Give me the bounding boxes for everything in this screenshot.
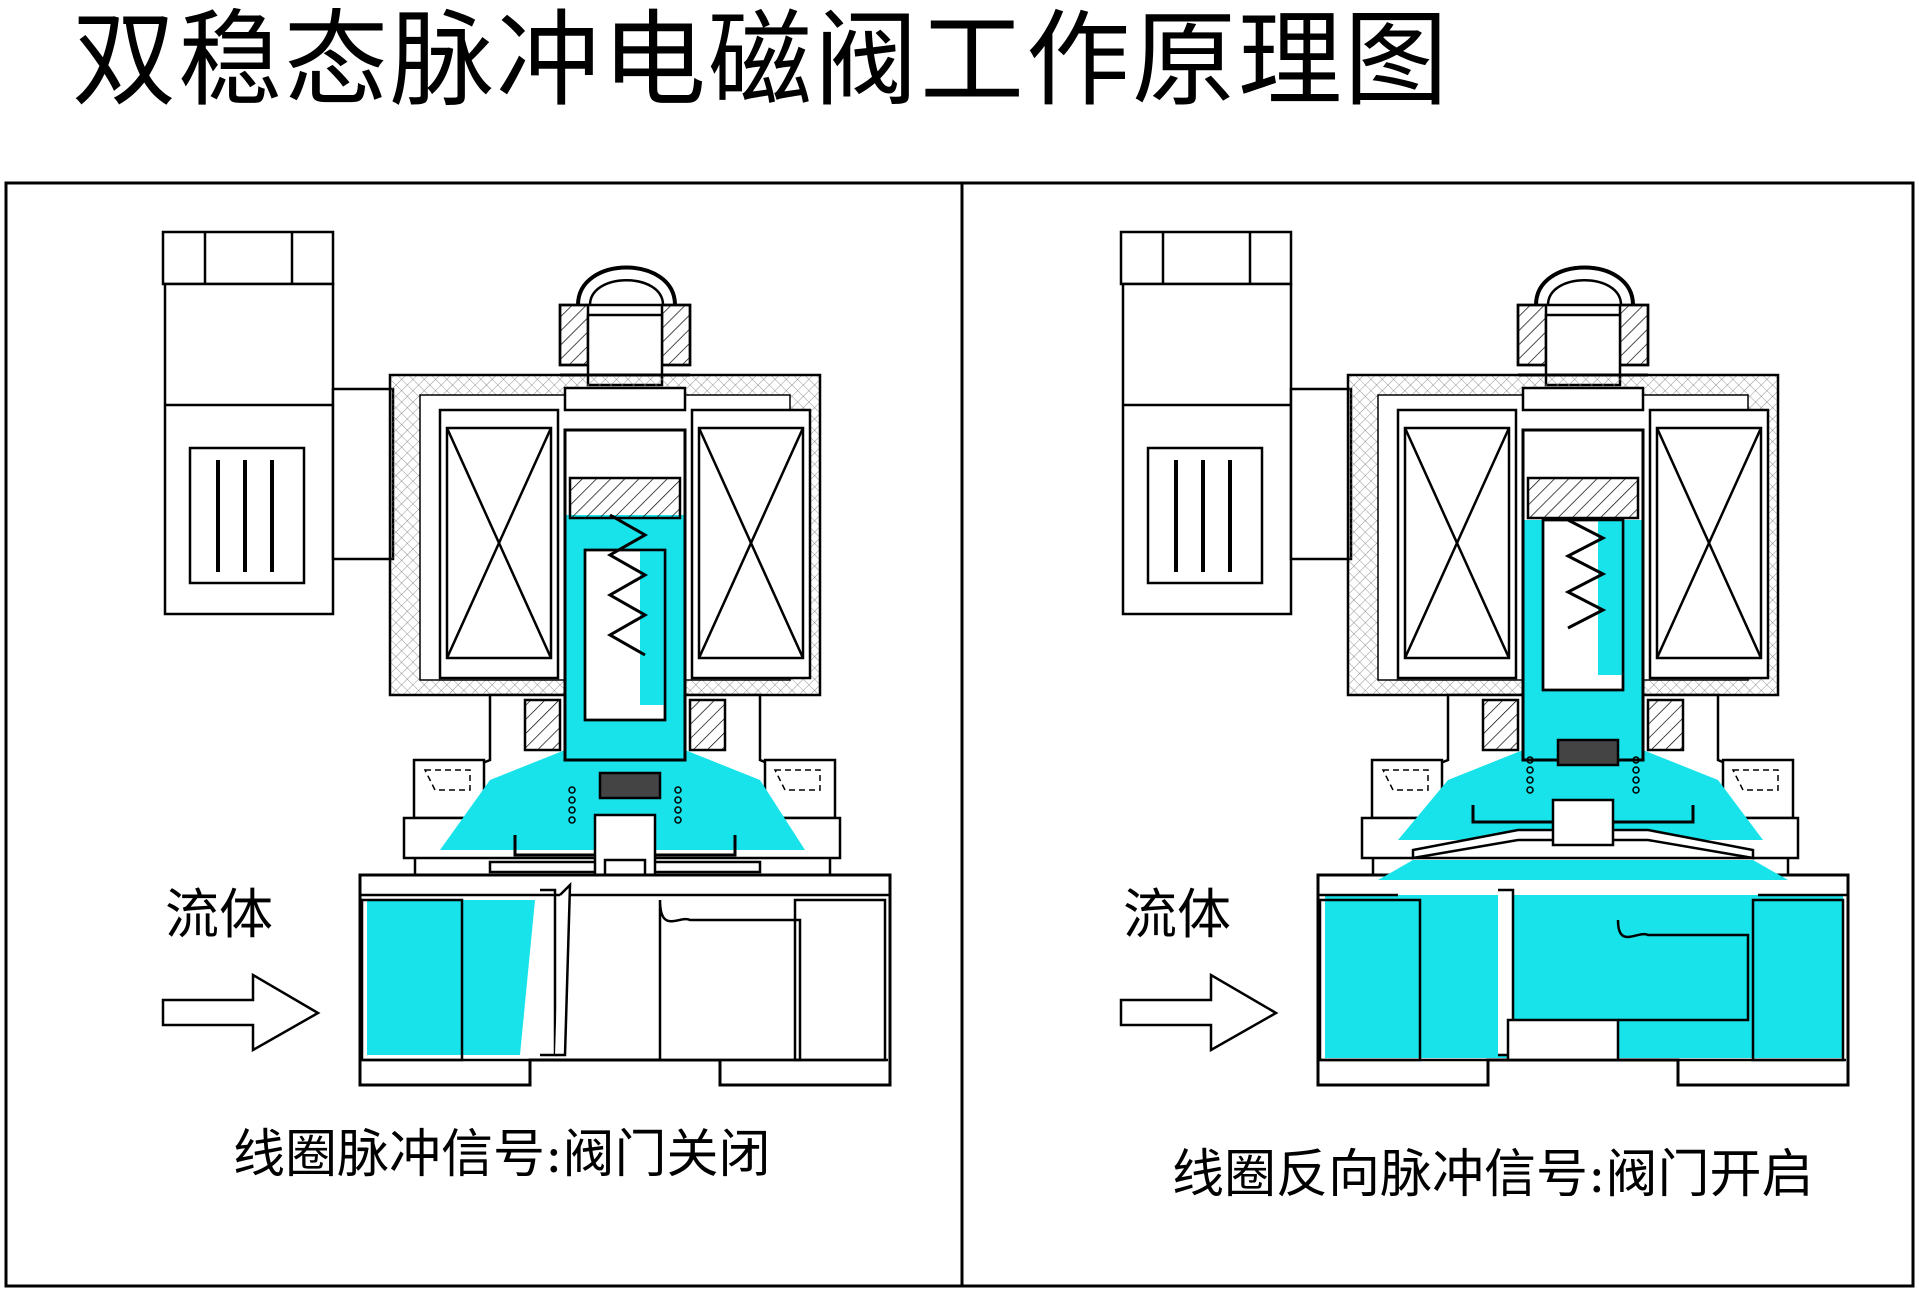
- spring: [1564, 518, 1607, 630]
- armature: [598, 771, 662, 800]
- spring: [606, 513, 649, 657]
- fluid-inlet: [367, 900, 535, 1055]
- fluid-label-left: 流体: [165, 883, 273, 946]
- plunger-tube: [563, 428, 687, 762]
- coil-right: [1648, 408, 1770, 680]
- coil-right: [690, 408, 812, 680]
- valve-closed: [161, 230, 892, 1087]
- diagram-frame: [4, 181, 1915, 1288]
- cap-nut: [1534, 265, 1635, 306]
- caption-closed: 线圈脉冲信号:阀门关闭: [233, 1125, 771, 1185]
- valve-open: [1119, 230, 1850, 1087]
- cap-nut: [576, 265, 677, 306]
- connector-cap: [161, 230, 335, 286]
- coil-left: [1396, 408, 1518, 680]
- coil-left: [438, 408, 560, 680]
- flow-arrow-left: [161, 972, 321, 1053]
- connector-cap: [1119, 230, 1293, 286]
- armature: [1556, 738, 1620, 767]
- flow-arrow-right: [1119, 972, 1279, 1053]
- caption-open: 线圈反向脉冲信号:阀门开启: [1172, 1145, 1814, 1205]
- page-title: 双稳态脉冲电磁阀工作原理图: [72, 0, 1451, 121]
- fluid-label-right: 流体: [1123, 883, 1231, 946]
